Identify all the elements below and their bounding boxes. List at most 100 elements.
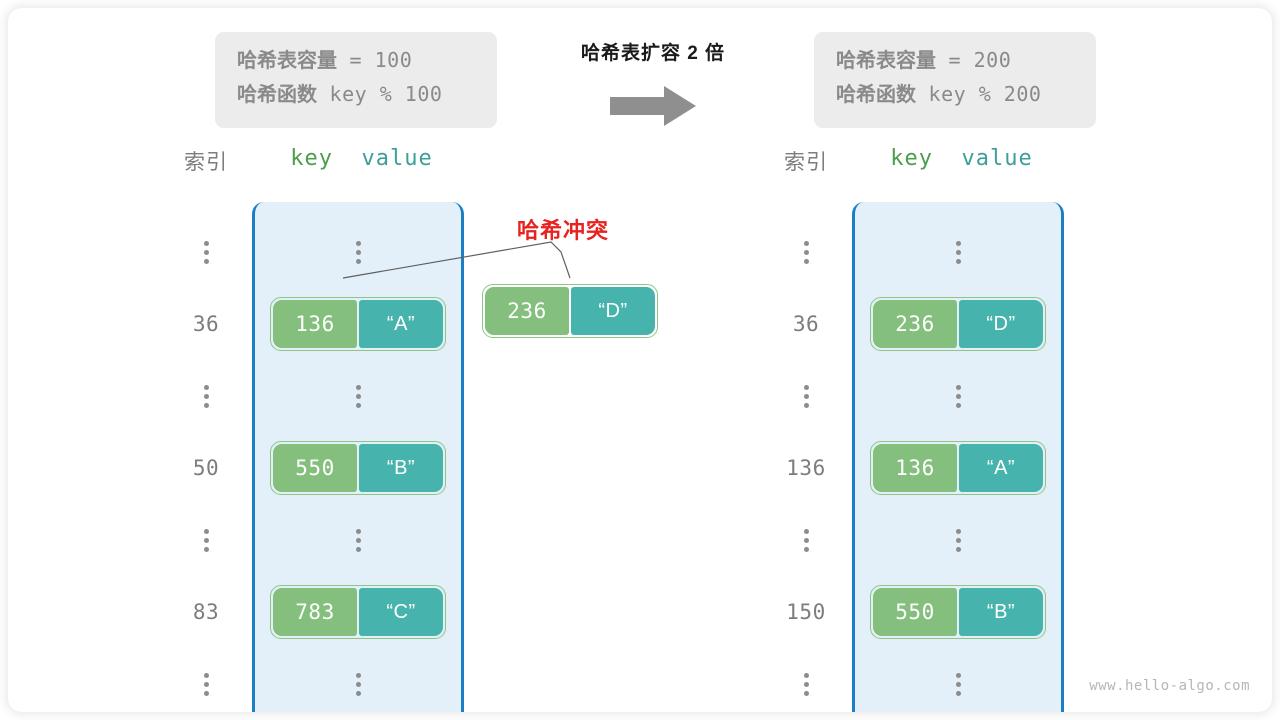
hash-table-after: 索引 key value 36136150183 236“D”136“A”550… — [758, 146, 1088, 712]
index-label: 36 — [792, 312, 820, 336]
info-box-after: 哈希表容量 = 200 哈希函数 key % 200 — [814, 32, 1096, 128]
function-value-before: key % 100 — [317, 82, 443, 106]
index-ellipsis — [758, 216, 854, 288]
bucket-ellipsis-row — [855, 648, 1061, 712]
pair-key: 783 — [273, 588, 357, 636]
index-ellipsis — [158, 648, 254, 712]
index-label: 83 — [192, 600, 220, 624]
pair-key: 550 — [873, 588, 957, 636]
vertical-ellipsis-icon — [355, 240, 361, 264]
vertical-ellipsis-icon — [355, 528, 361, 552]
function-line-after: 哈希函数 key % 200 — [836, 78, 1074, 112]
vertical-ellipsis-icon — [355, 384, 361, 408]
pair-value: “A” — [359, 300, 443, 348]
watermark: www.hello-algo.com — [1089, 678, 1250, 694]
diagram-canvas: 哈希表容量 = 100 哈希函数 key % 100 哈希表扩容 2 倍 哈希表… — [8, 8, 1272, 712]
pair-value: “B” — [959, 588, 1043, 636]
vertical-ellipsis-icon — [955, 384, 961, 408]
index-label: 36 — [192, 312, 220, 336]
bucket-entry-row: 136“A” — [255, 288, 461, 360]
header-index-after: 索引 — [784, 151, 828, 174]
key-value-pair: 550“B” — [870, 585, 1046, 639]
vertical-ellipsis-icon — [803, 672, 809, 696]
bucket-ellipsis-row — [855, 216, 1061, 288]
vertical-ellipsis-icon — [203, 672, 209, 696]
index-ellipsis — [758, 648, 854, 712]
pair-key: 136 — [873, 444, 957, 492]
vertical-ellipsis-icon — [803, 528, 809, 552]
capacity-label-after: 哈希表容量 — [836, 50, 936, 72]
hash-table-before: 索引 key value 36 50 83 136“A” 550“B” 783“C” — [158, 146, 488, 712]
pair-key: 136 — [273, 300, 357, 348]
bucket-entry-row: 136“A” — [855, 432, 1061, 504]
header-key-after: key — [890, 146, 933, 171]
header-key-value-before: key value — [254, 146, 469, 171]
bucket-container-before: 136“A” 550“B” 783“C” — [252, 202, 464, 712]
pair-value: “B” — [359, 444, 443, 492]
key-value-pair: 136“A” — [270, 297, 446, 351]
column-headers-before: 索引 key value — [158, 146, 488, 188]
vertical-ellipsis-icon — [803, 384, 809, 408]
function-line-before: 哈希函数 key % 100 — [237, 78, 475, 112]
bucket-ellipsis-row — [255, 648, 461, 712]
capacity-label-before: 哈希表容量 — [237, 50, 337, 72]
key-value-pair: 550“B” — [270, 441, 446, 495]
key-value-pair: 783“C” — [270, 585, 446, 639]
pair-value: “D” — [959, 300, 1043, 348]
capacity-line-before: 哈希表容量 = 100 — [237, 44, 475, 78]
index-ellipsis — [758, 504, 854, 576]
index-column-after: 36136150183 — [758, 202, 854, 712]
collision-label: 哈希冲突 — [516, 218, 609, 243]
bucket-entry-row: 783“C” — [255, 576, 461, 648]
function-value-after: key % 200 — [916, 82, 1042, 106]
vertical-ellipsis-icon — [203, 384, 209, 408]
bucket-ellipsis-row — [255, 504, 461, 576]
key-value-pair: 136“A” — [870, 441, 1046, 495]
collision-entry: 236 “D” — [482, 284, 658, 338]
header-index-before: 索引 — [184, 151, 228, 174]
index-label: 136 — [786, 456, 826, 480]
header-key-before: key — [290, 146, 333, 171]
index-ellipsis — [158, 504, 254, 576]
pair-key: 550 — [273, 444, 357, 492]
header-key-value-after: key value — [854, 146, 1069, 171]
bucket-entry-row: 236“D” — [855, 288, 1061, 360]
bucket-entry-row: 550“B” — [855, 576, 1061, 648]
index-label: 50 — [192, 456, 220, 480]
pair-key: 236 — [873, 300, 957, 348]
function-label-before: 哈希函数 — [237, 84, 317, 106]
header-value-before: value — [361, 146, 433, 171]
bucket-ellipsis-row — [255, 216, 461, 288]
vertical-ellipsis-icon — [955, 528, 961, 552]
vertical-ellipsis-icon — [955, 672, 961, 696]
key-value-pair: 236“D” — [870, 297, 1046, 351]
collision-entry-key: 236 — [485, 287, 569, 335]
header-value-after: value — [961, 146, 1033, 171]
index-ellipsis — [158, 216, 254, 288]
info-box-before: 哈希表容量 = 100 哈希函数 key % 100 — [215, 32, 497, 128]
vertical-ellipsis-icon — [203, 240, 209, 264]
capacity-line-after: 哈希表容量 = 200 — [836, 44, 1074, 78]
bucket-ellipsis-row — [855, 504, 1061, 576]
index-ellipsis — [758, 360, 854, 432]
bucket-entry-row: 550“B” — [255, 432, 461, 504]
vertical-ellipsis-icon — [803, 240, 809, 264]
resize-title: 哈希表扩容 2 倍 — [580, 43, 726, 64]
capacity-value-before: = 100 — [337, 48, 413, 72]
capacity-value-after: = 200 — [936, 48, 1012, 72]
column-headers-after: 索引 key value — [758, 146, 1088, 188]
bucket-ellipsis-row — [255, 360, 461, 432]
pair-value: “A” — [959, 444, 1043, 492]
bucket-ellipsis-row — [855, 360, 1061, 432]
index-column-before: 36 50 83 — [158, 202, 254, 712]
function-label-after: 哈希函数 — [836, 84, 916, 106]
vertical-ellipsis-icon — [355, 672, 361, 696]
vertical-ellipsis-icon — [203, 528, 209, 552]
pair-value: “C” — [359, 588, 443, 636]
vertical-ellipsis-icon — [955, 240, 961, 264]
collision-entry-value: “D” — [571, 287, 655, 335]
right-arrow-icon — [610, 86, 696, 126]
index-label: 150 — [786, 600, 826, 624]
bucket-container-after: 236“D”136“A”550“B”783“C” — [852, 202, 1064, 712]
